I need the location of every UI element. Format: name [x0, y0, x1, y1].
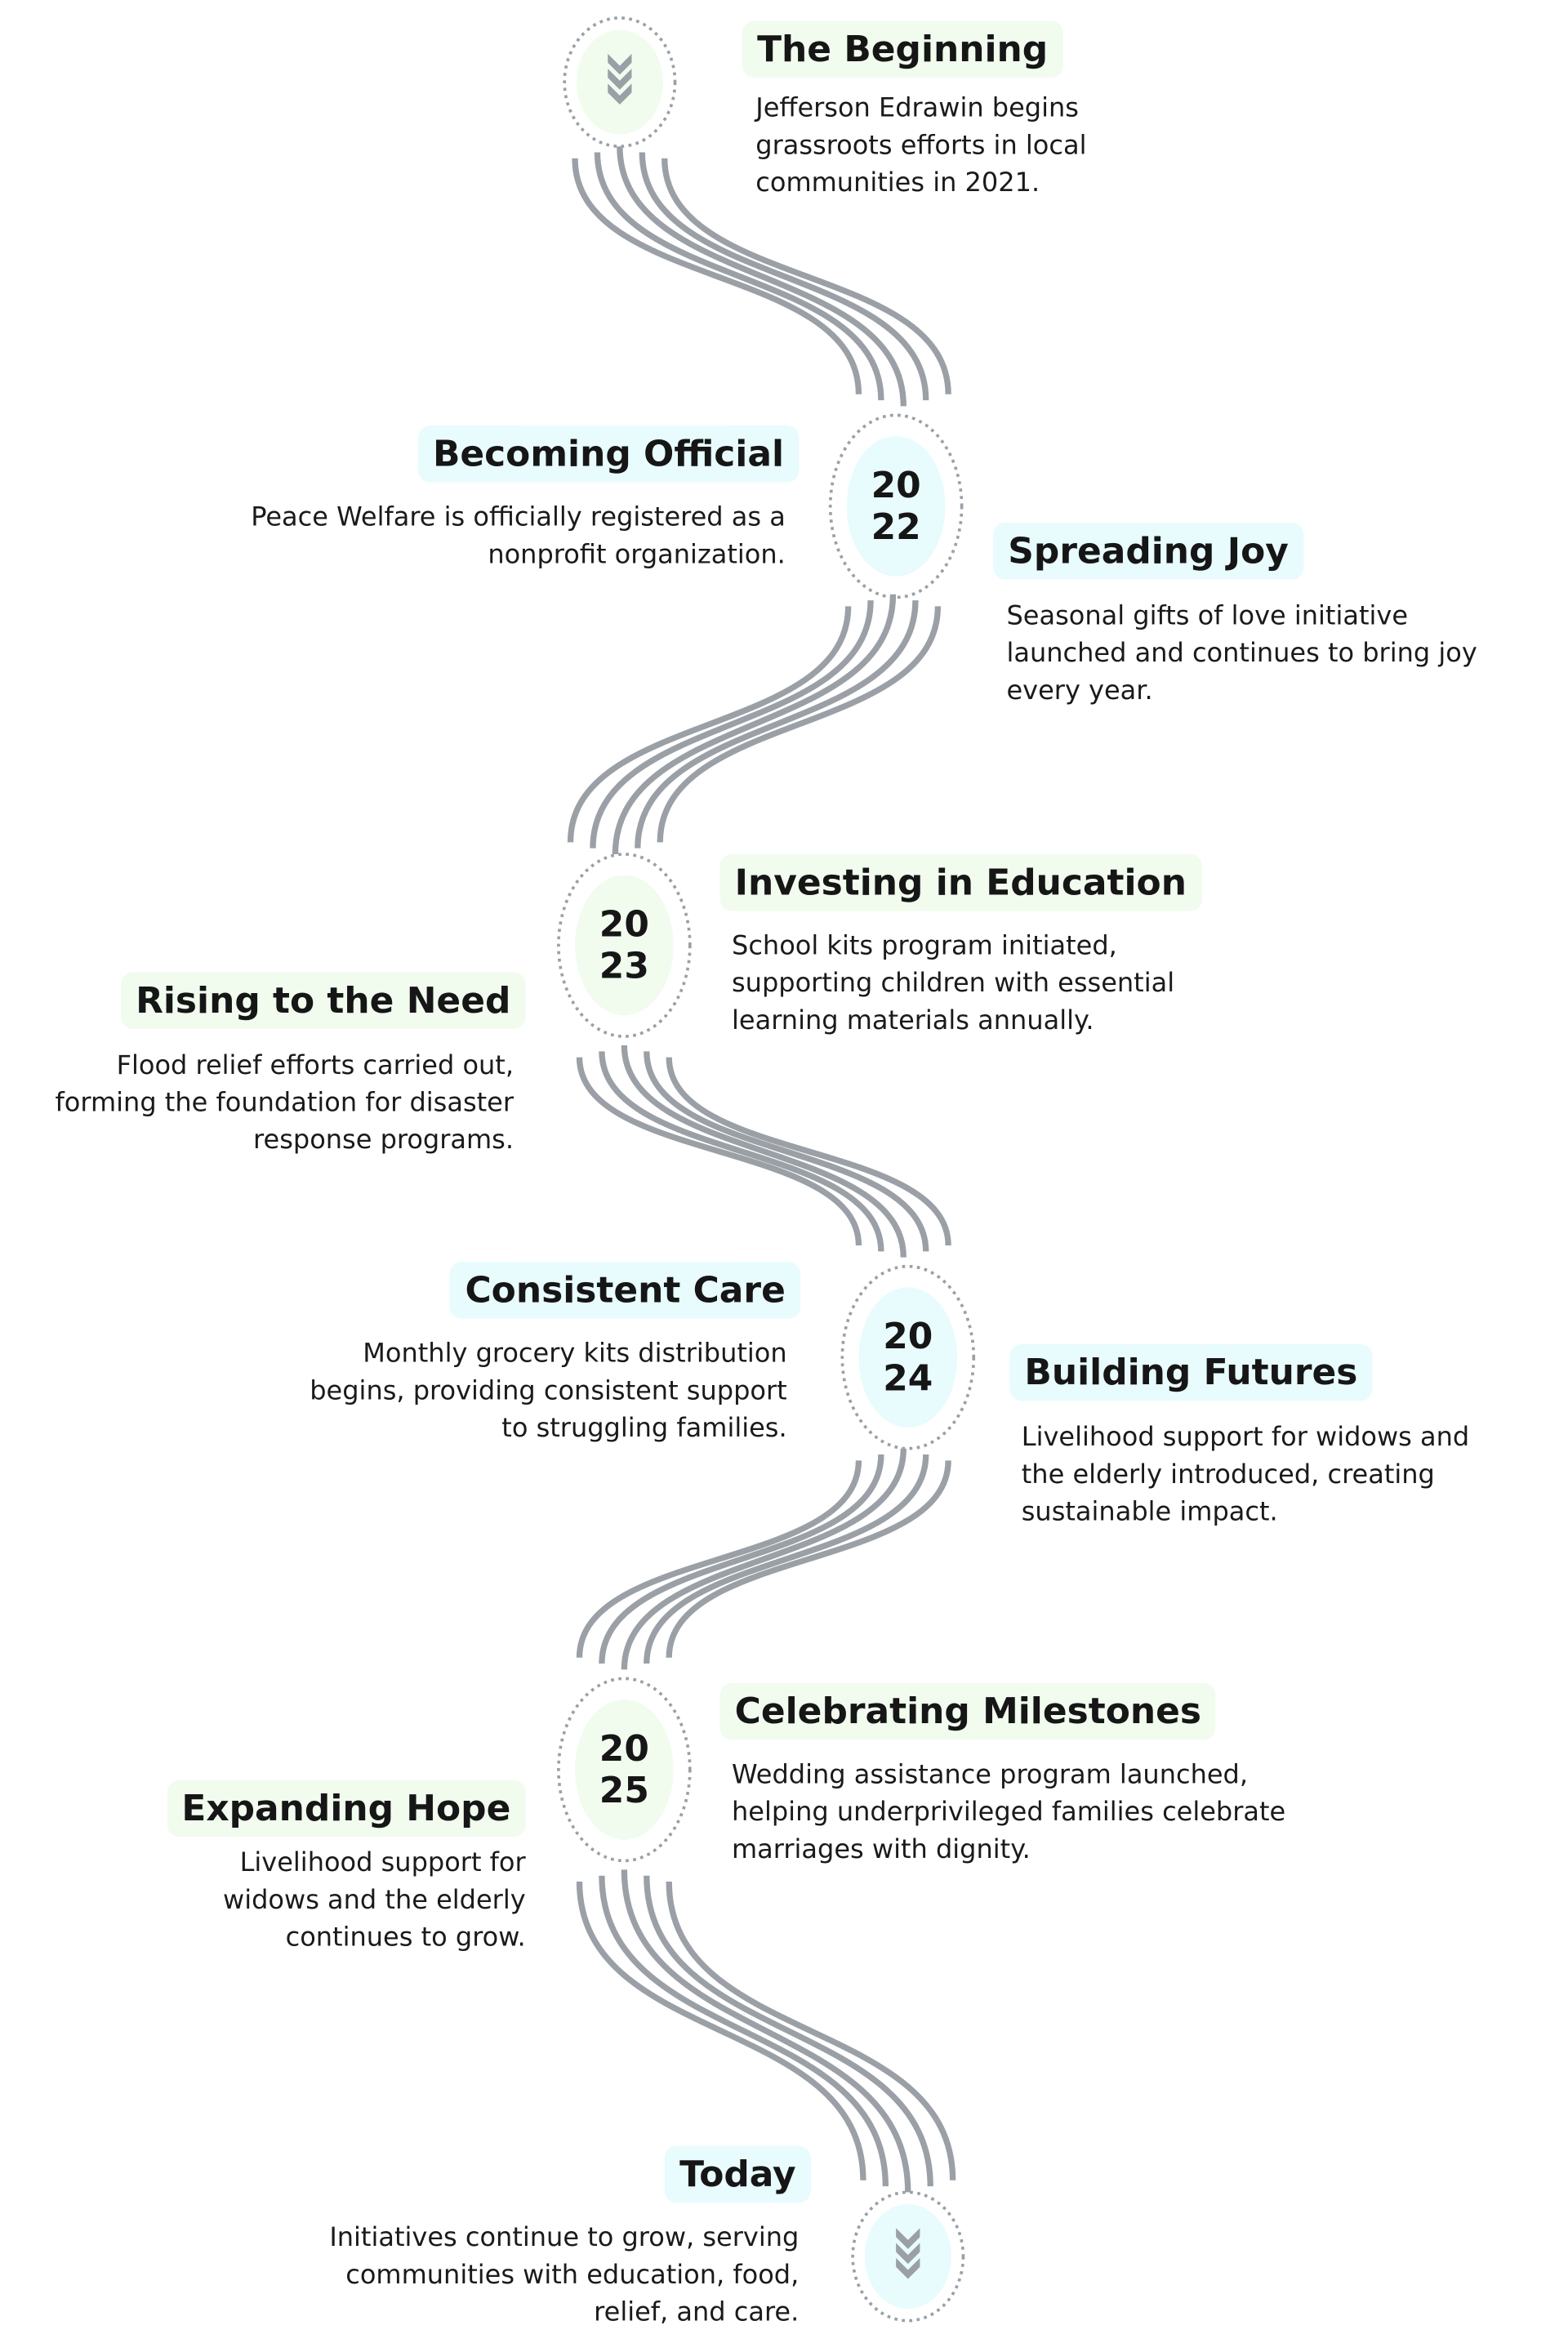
connector-line [572, 158, 862, 394]
connector-line [617, 146, 906, 407]
connector-line [644, 1051, 929, 1252]
connector-line [599, 1875, 889, 2187]
connector-line [576, 1057, 862, 1246]
year-top: 20 [599, 1727, 649, 1770]
year-top: 20 [883, 1315, 933, 1358]
year-bottom: 22 [871, 506, 921, 549]
milestone-title: Spreading Joy [993, 523, 1304, 580]
connector-line [644, 1875, 933, 2187]
milestone-title: Building Futures [1009, 1343, 1373, 1401]
connector-line [576, 1460, 862, 1658]
connector-line [666, 1057, 951, 1246]
chevrons-down-icon [851, 2190, 965, 2323]
milestone-title: Celebrating Milestones [719, 1682, 1217, 1740]
milestone-title: Consistent Care [450, 1262, 801, 1319]
milestone-title: Today [664, 2145, 811, 2203]
connector-line [644, 1454, 929, 1664]
milestone-title: Investing in Education [719, 853, 1202, 911]
connector-line [576, 1882, 866, 2180]
connector-line [639, 152, 929, 401]
end-node [849, 2189, 966, 2324]
milestone-text: School kits program initiated, supportin… [732, 932, 1175, 1037]
connector-line [599, 1051, 884, 1252]
milestone-text: Flood relief efforts carried out, formin… [55, 1051, 514, 1156]
milestone-text: Monthly grocery kits distribution begins… [310, 1339, 787, 1445]
year-top: 20 [599, 903, 649, 946]
connector-line [662, 158, 951, 394]
milestone-text: Initiatives continue to grow, serving co… [329, 2223, 800, 2328]
milestone-title: The Beginning [742, 20, 1063, 78]
connector-line [590, 600, 874, 849]
chevrons-down-icon [563, 16, 677, 149]
connector-line [621, 1448, 906, 1670]
year-bottom: 25 [599, 1769, 649, 1812]
connector-line [594, 152, 884, 401]
connector-line [666, 1460, 951, 1658]
year-top: 20 [871, 464, 921, 506]
milestone-title: Expanding Hope [167, 1780, 526, 1838]
milestone-text: Jefferson Edrawin begins grassroots effo… [755, 94, 1087, 199]
connector-line [567, 606, 852, 843]
connector-line [612, 594, 897, 854]
connector-line [621, 1869, 911, 2193]
milestone-title: Becoming Official [417, 425, 800, 483]
year-bottom: 24 [883, 1357, 933, 1400]
milestone-text: Wedding assistance program launched, hel… [732, 1760, 1286, 1865]
milestone-text: Peace Welfare is officially registered a… [251, 503, 786, 571]
year-bottom: 23 [599, 945, 649, 987]
milestone-text: Seasonal gifts of love initiative launch… [1006, 601, 1477, 706]
connector-line [621, 1045, 906, 1258]
milestone-title: Rising to the Need [120, 972, 526, 1029]
start-node [562, 15, 679, 149]
milestone-text: Livelihood support for widows and the el… [1021, 1423, 1470, 1528]
connector-line [635, 600, 919, 849]
connector-line [599, 1454, 884, 1664]
connector-line [657, 606, 942, 843]
connector-line [666, 1882, 956, 2180]
milestone-text: Livelihood support for widows and the el… [223, 1848, 526, 1953]
